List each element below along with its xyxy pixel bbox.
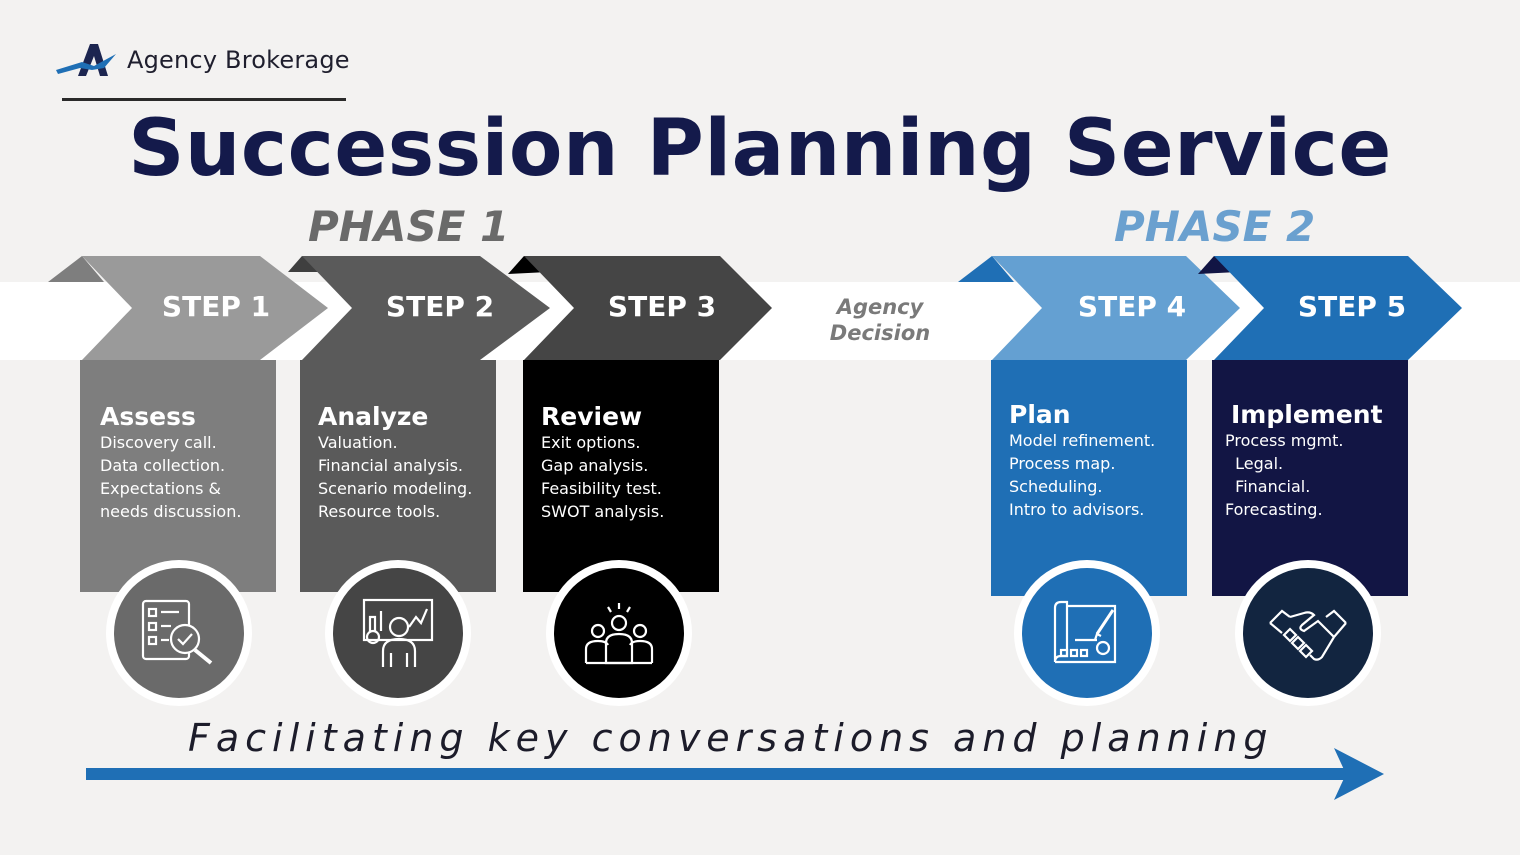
step-3-label: STEP 3 xyxy=(607,290,717,323)
step-1-line: Data collection. xyxy=(100,456,226,475)
step-1-title: Assess xyxy=(100,402,196,431)
step-4-line: Scheduling. xyxy=(1009,477,1103,496)
page-title: Succession Planning Service xyxy=(128,104,1392,194)
step-3-line: SWOT analysis. xyxy=(541,502,665,521)
step-4-chevron xyxy=(992,256,1240,360)
step-1-line: Discovery call. xyxy=(100,433,217,452)
step-2-line: Scenario modeling. xyxy=(318,479,473,498)
step-2-chevron xyxy=(302,256,550,360)
step-3-title: Review xyxy=(541,402,643,431)
phase-2-label: PHASE 2 xyxy=(1114,202,1316,251)
step-4-line: Process map. xyxy=(1009,454,1116,473)
step-1-label: STEP 1 xyxy=(161,290,271,323)
agency-logo-icon xyxy=(56,40,120,80)
tagline: Facilitating key conversations and plann… xyxy=(188,716,1274,760)
agency-decision-line2: Decision xyxy=(829,321,931,345)
handshake-icon xyxy=(1269,609,1347,661)
progress-arrow-shaft xyxy=(86,768,1356,780)
agency-decision-line1: Agency xyxy=(836,295,924,319)
step-5-card xyxy=(1212,360,1408,596)
step-2-card xyxy=(300,360,496,592)
step-4-chevron-back xyxy=(958,256,1014,282)
step-1-line: needs discussion. xyxy=(100,502,242,521)
step-5-icon-badge xyxy=(1235,560,1381,706)
step-5-line: Legal. xyxy=(1225,454,1284,473)
presenter-chart-icon xyxy=(362,598,434,667)
step-4-card xyxy=(991,360,1187,596)
step-5-chevron xyxy=(1214,256,1462,360)
step-3-line: Gap analysis. xyxy=(541,456,649,475)
logo-divider xyxy=(62,98,346,101)
team-idea-icon xyxy=(584,603,654,665)
agency-decision: Agency Decision xyxy=(800,294,960,346)
step-4-title: Plan xyxy=(1009,400,1071,429)
checklist-magnifier-icon xyxy=(141,599,213,665)
step-4-icon-badge xyxy=(1014,560,1160,706)
step-3-card xyxy=(523,360,719,592)
step-3-chevron xyxy=(524,256,772,360)
step-1-icon-badge xyxy=(106,560,252,706)
step-4-line: Model refinement. xyxy=(1009,431,1156,450)
step-3-icon-badge xyxy=(546,560,692,706)
brand-name: Agency Brokerage xyxy=(127,46,350,74)
step-4-label: STEP 4 xyxy=(1077,290,1187,323)
step-3-content: Review Exit options. Gap analysis. Feasi… xyxy=(541,402,664,523)
step-5-label: STEP 5 xyxy=(1297,290,1407,323)
progress-arrow-head xyxy=(1334,748,1384,800)
step-5-line: Process mgmt. xyxy=(1225,431,1344,450)
step-2-line: Valuation. xyxy=(318,433,398,452)
phase-1-label: PHASE 1 xyxy=(308,202,510,251)
step-2-content: Analyze Valuation. Financial analysis. S… xyxy=(318,402,472,523)
step-3-line: Exit options. xyxy=(541,433,641,452)
step-1-content: Assess Discovery call. Data collection. … xyxy=(100,402,241,523)
step-2-title: Analyze xyxy=(318,402,429,431)
step-1-card xyxy=(80,360,276,592)
step-1-line: Expectations & xyxy=(100,479,221,498)
step-3-line: Feasibility test. xyxy=(541,479,662,498)
blueprint-pencil-icon xyxy=(1053,600,1117,664)
step-2-line: Financial analysis. xyxy=(318,456,464,475)
step-5-line: Financial. xyxy=(1225,477,1311,496)
step-5-title: Implement xyxy=(1231,400,1383,429)
step-2-line: Resource tools. xyxy=(318,502,441,521)
step-5-content: Implement Process mgmt. Legal. Financial… xyxy=(1225,400,1383,521)
step-2-label: STEP 2 xyxy=(385,290,495,323)
step-4-line: Intro to advisors. xyxy=(1009,500,1145,519)
step-1-chevron xyxy=(82,256,328,360)
step-1-chevron-back xyxy=(48,256,104,282)
step-5-line: Forecasting. xyxy=(1225,500,1323,519)
step-2-chevron-back xyxy=(288,256,322,272)
step-2-icon-badge xyxy=(325,560,471,706)
step-4-content: Plan Model refinement. Process map. Sche… xyxy=(1009,400,1155,521)
